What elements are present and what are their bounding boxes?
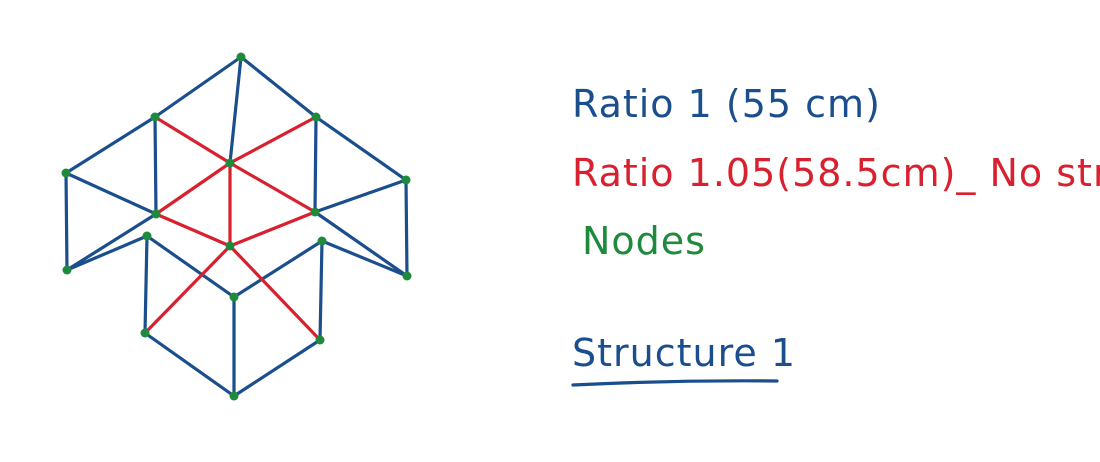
- node-dot: [142, 231, 152, 241]
- node-dot: [225, 241, 235, 251]
- edge-ratio-1: [313, 115, 318, 214]
- node-dot: [150, 112, 160, 122]
- node-dot: [62, 265, 72, 275]
- node-dot: [315, 335, 325, 345]
- legend-ratio-1: Ratio 1 (55 cm): [572, 82, 881, 126]
- node-dot: [311, 112, 321, 122]
- edge-ratio-105: [228, 210, 317, 248]
- edge-ratio-1: [65, 212, 158, 272]
- structure-label-underline: [571, 379, 779, 387]
- edge-ratio-105: [228, 244, 322, 342]
- node-dot: [317, 236, 327, 246]
- nodes-group: [61, 52, 412, 401]
- edge-ratio-105: [154, 161, 232, 216]
- node-dot: [61, 168, 71, 178]
- edge-ratio-1: [313, 210, 409, 278]
- edge-ratio-1: [239, 55, 318, 119]
- edge-ratio-1: [232, 239, 324, 299]
- edge-ratio-1: [228, 55, 243, 165]
- edge-ratio-1: [232, 338, 322, 398]
- ratio-1-edges: [64, 55, 409, 398]
- edge-ratio-1: [143, 234, 149, 335]
- edge-ratio-1: [313, 178, 408, 214]
- edge-ratio-1: [64, 171, 69, 272]
- edge-ratio-1: [320, 239, 409, 278]
- node-dot: [229, 391, 239, 401]
- edge-ratio-1: [153, 115, 158, 216]
- edge-ratio-105: [153, 115, 232, 165]
- node-dot: [151, 209, 161, 219]
- node-dot: [402, 271, 412, 281]
- edge-ratio-1: [153, 55, 243, 119]
- edge-ratio-105: [228, 161, 317, 214]
- edge-ratio-1: [404, 178, 409, 278]
- node-dot: [236, 52, 246, 62]
- node-dot: [225, 158, 235, 168]
- edge-ratio-1: [65, 234, 149, 272]
- edge-ratio-1: [64, 171, 158, 216]
- edge-ratio-1: [145, 234, 236, 299]
- node-dot: [310, 207, 320, 217]
- edge-ratio-105: [143, 244, 232, 335]
- edge-ratio-1: [143, 331, 236, 398]
- edge-ratio-105: [228, 115, 318, 165]
- edge-ratio-1: [314, 115, 408, 182]
- edge-ratio-1: [318, 239, 324, 342]
- node-dot: [229, 292, 239, 302]
- ratio-105-edges: [143, 115, 322, 342]
- legend-ratio-105: Ratio 1.05(58.5cm)_ No straw: [572, 151, 1100, 195]
- edge-ratio-105: [154, 212, 232, 248]
- legend-nodes: Nodes: [582, 219, 706, 263]
- structure-label: Structure 1: [572, 331, 796, 375]
- edge-ratio-1: [64, 115, 157, 175]
- node-dot: [140, 328, 150, 338]
- node-dot: [401, 175, 411, 185]
